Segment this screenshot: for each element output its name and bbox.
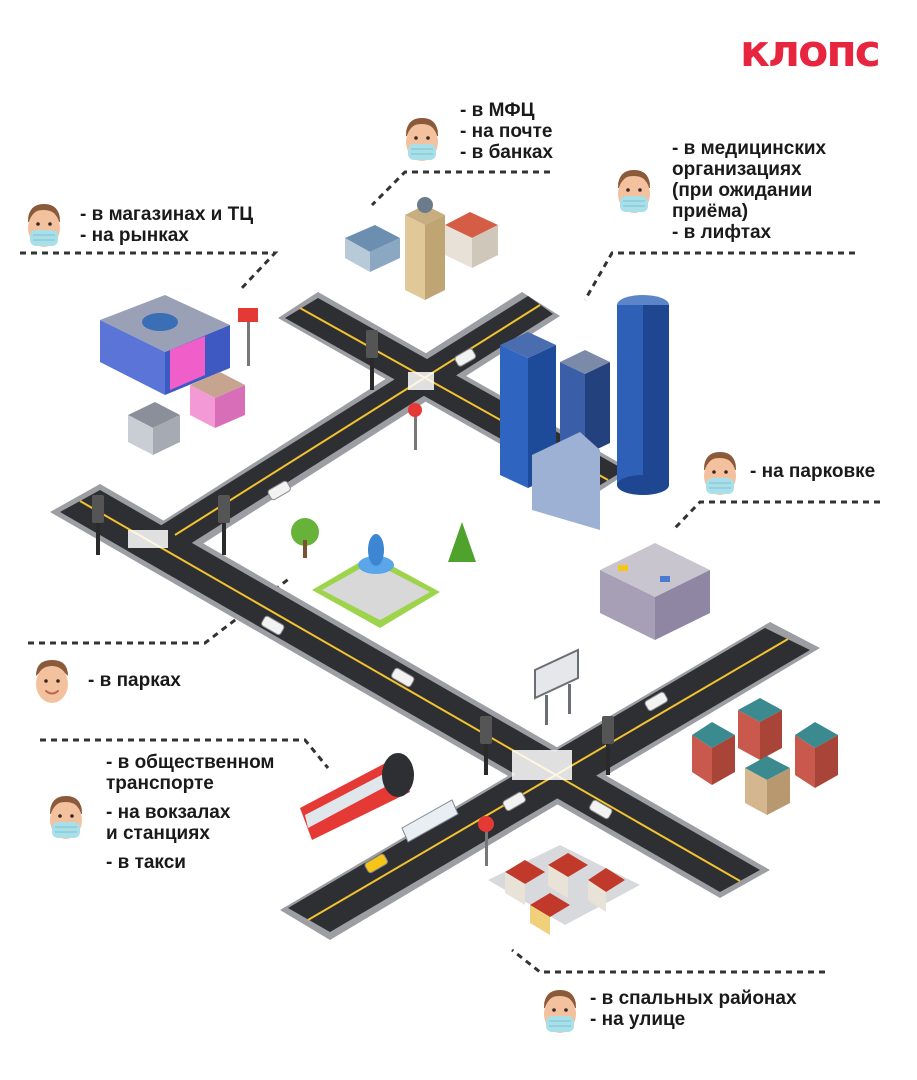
callout-residential-line-2: - на улице: [590, 1009, 686, 1030]
parking-garage: [600, 543, 710, 640]
leader-line-shops: [20, 251, 279, 292]
masked-face-icon: [618, 170, 650, 213]
masked-face-icon: [544, 990, 576, 1033]
mall-building: [100, 295, 230, 395]
masked-face-icon: [50, 796, 82, 839]
skyscrapers: [500, 295, 669, 530]
callout-medical-line-5: - в лифтах: [672, 222, 772, 243]
masked-face-icon: [704, 452, 736, 495]
kiosk-pink: [190, 372, 245, 428]
callout-shops-line-1: - в магазинах и ТЦ: [80, 204, 254, 225]
callout-medical-line-4: приёма): [672, 201, 749, 222]
callout-medical-line-1: - в медицинских: [672, 138, 827, 159]
apartment-buildings: [692, 698, 838, 815]
brand-logo[interactable]: клопс: [740, 26, 881, 77]
kiosk-grey: [128, 402, 180, 455]
callout-parking-line-1: - на парковке: [750, 461, 876, 482]
masked-face-icon: [406, 118, 438, 161]
callout-transport-line-5: - в такси: [106, 852, 186, 873]
mfc-buildings: [345, 197, 498, 300]
leader-line-residential: [511, 948, 825, 974]
leader-line-transport: [40, 738, 330, 769]
park-plaza: [291, 518, 476, 628]
callout-shops-line-2: - на рынках: [80, 225, 189, 246]
billboard: [534, 648, 579, 725]
tram: [300, 753, 414, 840]
residential-houses: [488, 845, 640, 935]
callout-residential-line-1: - в спальных районах: [590, 988, 797, 1009]
leader-line-medical: [583, 251, 855, 301]
callout-transport-line-2: транспорте: [106, 773, 214, 794]
face-icon: [36, 660, 68, 703]
callout-mfc-line-1: - в МФЦ: [460, 100, 535, 121]
callout-parks-line-1: - в парках: [88, 670, 181, 691]
callout-mfc-line-3: - в банках: [460, 142, 553, 163]
leader-line-mfc: [370, 170, 550, 207]
leader-line-parking: [673, 500, 880, 530]
callout-transport-line-1: - в общественном: [106, 752, 275, 773]
leader-lines: [20, 170, 880, 974]
masked-face-icon: [28, 204, 60, 247]
traffic-lights: [92, 330, 614, 775]
callout-transport-line-4: и станциях: [106, 823, 210, 844]
leader-line-parks: [28, 576, 291, 645]
callout-transport-line-3: - на вокзалах: [106, 802, 231, 823]
callout-medical-line-2: организациях: [672, 159, 802, 180]
callout-mfc-line-2: - на почте: [460, 121, 553, 142]
crosswalks: [128, 372, 572, 780]
cars: [261, 348, 668, 874]
stop-signs: [238, 308, 494, 866]
callout-medical-line-3: (при ожидании: [672, 180, 813, 201]
bus: [401, 799, 459, 843]
